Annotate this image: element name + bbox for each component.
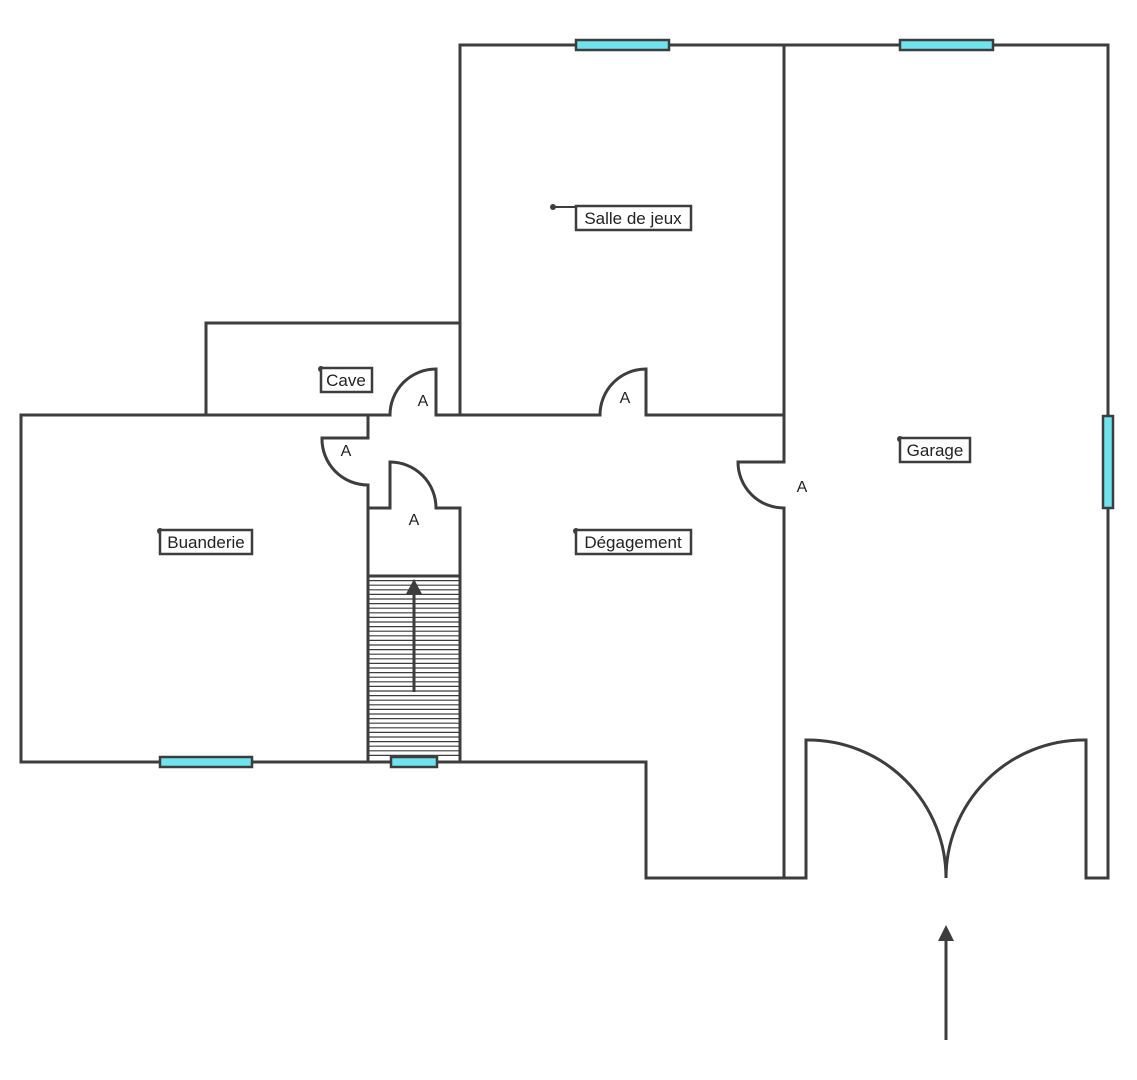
door-garage-main-right [944, 738, 1086, 879]
window-salle-top [574, 38, 671, 52]
room-label-cave: Cave [326, 371, 366, 390]
label-box-degagement [574, 528, 693, 556]
door-mark-cave: A [418, 393, 429, 410]
room-label-salle-de-jeux: Salle de jeux [584, 209, 682, 228]
entrance-arrow [938, 925, 954, 1040]
doors [320, 367, 1086, 879]
door-buanderie [320, 436, 369, 487]
label-box-salle-de-jeux [574, 204, 693, 232]
stair-direction-arrow [406, 579, 422, 692]
room-labels: Salle de jeux Cave Garage Buanderie Déga… [157, 204, 972, 556]
door-mark-stairs: A [409, 512, 420, 529]
door-mark-salle: A [620, 390, 631, 407]
window-garage-right [1101, 414, 1115, 510]
door-salle-de-jeux [598, 367, 648, 416]
room-label-garage: Garage [907, 441, 964, 460]
window-stair-bottom [389, 755, 439, 769]
window-buanderie-bottom [158, 755, 254, 769]
door-garage-main-left [806, 738, 948, 879]
door-mark-buanderie: A [341, 443, 352, 460]
door-garage-side [736, 460, 785, 510]
room-label-degagement: Dégagement [584, 533, 682, 552]
door-cave [388, 367, 438, 416]
door-stairs [388, 460, 438, 509]
windows [158, 38, 1115, 769]
door-mark-garage: A [797, 479, 808, 496]
label-box-cave [319, 366, 374, 394]
walls [19, 43, 1110, 880]
label-box-buanderie [158, 528, 254, 556]
label-box-garage [898, 436, 972, 464]
room-label-buanderie: Buanderie [167, 533, 245, 552]
window-garage-top [898, 38, 995, 52]
door-marks: A A A A A [341, 390, 808, 529]
